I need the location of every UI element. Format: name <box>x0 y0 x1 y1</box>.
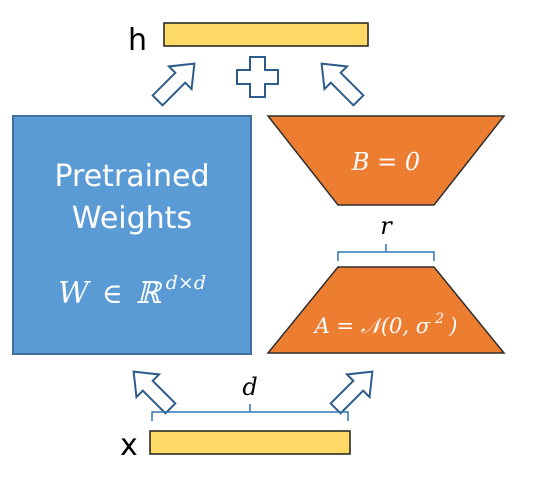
matrix-a-suffix: ) <box>448 314 457 338</box>
matrix-b-label: B = 0 <box>351 148 420 176</box>
pretrained-title-line1: Pretrained <box>54 159 209 194</box>
pretrained-title-line2: Weights <box>72 201 192 236</box>
rank-label: r <box>380 212 393 240</box>
pretrained-weights-block <box>12 115 252 355</box>
matrix-a-prefix: A = 𝒩(0, σ <box>313 314 431 338</box>
input-label: x <box>120 428 138 463</box>
matrix-b-trapezoid <box>266 115 506 206</box>
formula-in-symbol: ∈ <box>102 277 123 310</box>
pretrained-formula: W ∈ ℝ d×d <box>58 272 206 311</box>
plus-icon <box>236 56 279 98</box>
right-up-arrow-icon <box>320 62 365 107</box>
matrix-a-trapezoid <box>266 266 506 354</box>
formula-real-space: ℝ <box>136 276 163 311</box>
input-vector <box>149 430 351 455</box>
dimension-label: d <box>242 373 257 401</box>
rank-brace <box>337 244 435 261</box>
formula-exponent: d×d <box>166 272 206 294</box>
output-label: h <box>128 23 147 58</box>
left-up-arrow-icon <box>151 62 196 107</box>
matrix-a-exponent: 2 <box>434 311 444 327</box>
dimension-brace <box>151 404 349 421</box>
left-input-arrow-icon <box>132 370 177 415</box>
right-input-arrow-icon <box>329 370 374 415</box>
formula-var-w: W <box>58 276 91 311</box>
matrix-a-label: A = 𝒩(0, σ 2 ) <box>313 308 458 338</box>
output-vector <box>163 22 369 47</box>
